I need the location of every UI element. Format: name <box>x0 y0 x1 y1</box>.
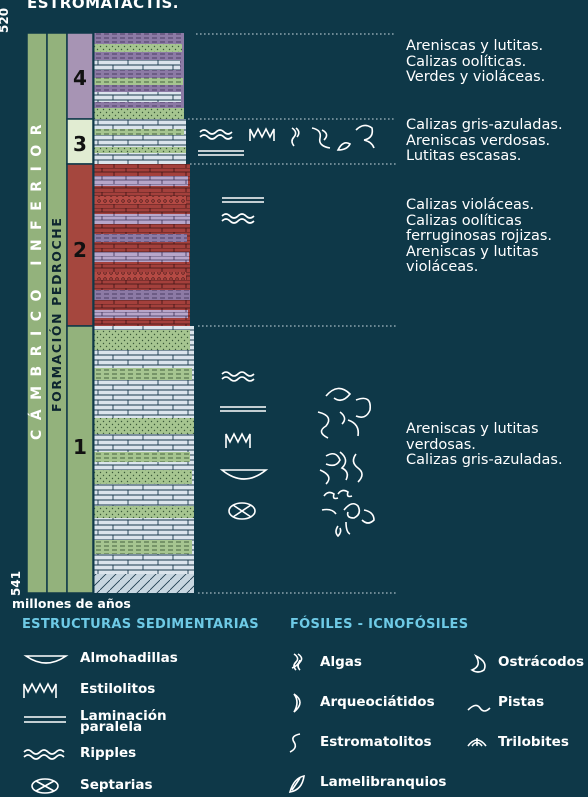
legend-estilolitos: Estilolitos <box>80 681 156 697</box>
description-unit-3: Calizas gris-azuladas. Areniscas verdosa… <box>406 117 563 164</box>
era-label: CÁMBRICO INFERIOR <box>29 115 45 440</box>
legend-almohadillas: Almohadillas <box>80 650 178 666</box>
description-unit-1: Areniscas y lutitas verdosas. Calizas gr… <box>406 421 563 468</box>
figure-title: ESTROMATACTIS. <box>27 0 179 12</box>
legend-laminacion: Laminación <box>80 708 167 724</box>
age-unit-label: millones de años <box>12 596 131 611</box>
legend-ostracodos: Ostrácodos <box>498 654 584 670</box>
legend-lamelibranquios: Lamelibranquios <box>320 774 447 790</box>
legend-laminacion-2: paralela <box>80 719 143 735</box>
description-unit-4: Areniscas y lutitas. Calizas oolíticas. … <box>406 38 546 85</box>
legend-pistas: Pistas <box>498 694 545 710</box>
structures-legend-title: ESTRUCTURAS SEDIMENTARIAS <box>22 617 259 632</box>
legend-algas: Algas <box>320 654 362 670</box>
unit-number-4: 4 <box>73 66 87 90</box>
lithology-unit-4 <box>94 33 184 119</box>
legend-septarias: Septarias <box>80 777 153 793</box>
column-structure-symbols <box>198 124 375 538</box>
formation-label: FORMACIÓN PEDROCHE <box>49 216 64 412</box>
fossils-legend-title: FÓSILES - ICNOFÓSILES <box>290 617 469 632</box>
lithology-unit-2 <box>94 164 190 326</box>
description-unit-2: Calizas violáceas. Calizas oolíticas fer… <box>406 197 553 275</box>
legend-ripples: Ripples <box>80 745 137 761</box>
unit-number-2: 2 <box>73 238 87 262</box>
lithology-unit-1 <box>94 326 194 593</box>
unit-number-3: 3 <box>73 132 87 156</box>
legend-estromatolitos: Estromatolitos <box>320 734 432 750</box>
legend-arqueociatidos: Arqueociátidos <box>320 694 435 710</box>
lithology-unit-3 <box>94 119 186 164</box>
unit-number-1: 1 <box>73 435 87 459</box>
legend-trilobites: Trilobites <box>498 734 569 750</box>
